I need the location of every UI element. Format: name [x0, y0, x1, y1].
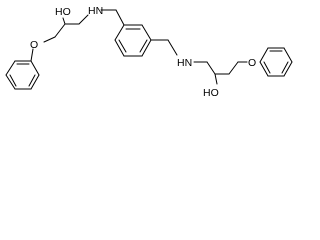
hydroxyl-label-right: HO: [203, 87, 219, 99]
ether-oxygen-label-right: O: [248, 57, 256, 69]
left-benzyl-linker: [100, 9, 125, 26]
amine-label-left: HN: [88, 5, 103, 17]
amine-label-right: HN: [177, 57, 192, 69]
left-phenyl-ring: [5, 60, 40, 90]
left-propanol-chain: [30, 14, 89, 62]
chemical-structure-diagram: HO HN O HN HO O: [5, 5, 293, 99]
right-propanol-chain: [193, 61, 248, 85]
right-benzyl-linker: [150, 39, 178, 56]
ether-oxygen-label-left: O: [30, 39, 38, 51]
central-benzene-ring: [114, 24, 152, 57]
right-phenyl-ring: [259, 47, 293, 77]
hydroxyl-label-left: HO: [55, 6, 71, 18]
